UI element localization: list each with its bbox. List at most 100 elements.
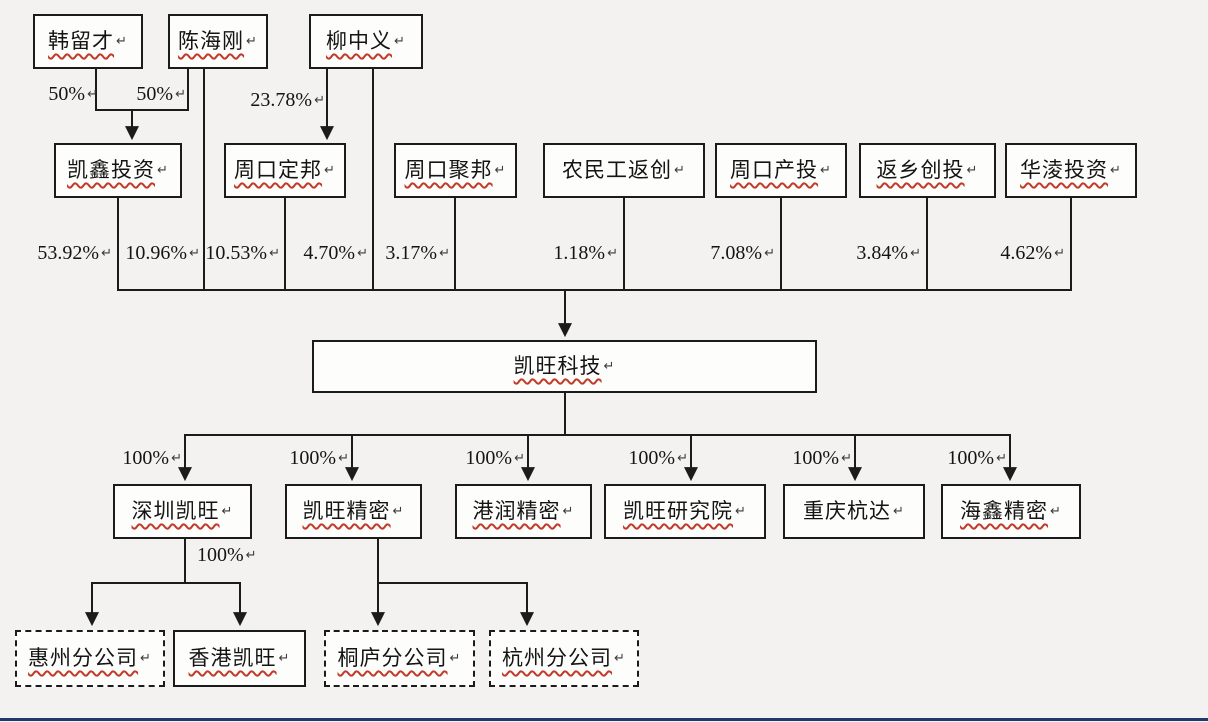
stake-label-jubang: 3.17%↵ [385, 242, 450, 264]
stake-label-chen-direct: 10.96%↵ [125, 242, 200, 264]
label-hangzhou-branch: 杭州分公司 [502, 646, 613, 670]
label-tonglu-branch: 桐庐分公司 [337, 646, 448, 670]
return-mark: ↵ [677, 450, 688, 466]
return-mark: ↵ [439, 245, 450, 261]
return-mark: ↵ [607, 245, 618, 261]
return-mark: ↵ [449, 651, 462, 666]
box-zhoukou-dingbang: 周口定邦↵ [224, 143, 346, 198]
box-chongqing-hangda: 重庆杭达↵ [783, 484, 925, 539]
stake-label-kaixin: 53.92%↵ [37, 242, 112, 264]
label-kaiwang-technology: 凯旺科技 [513, 354, 602, 378]
label-chongqing-hangda: 重庆杭达 [803, 499, 892, 523]
stake-label-gangrun: 100%↵ [465, 447, 525, 469]
label-han-liucai: 韩留才 [48, 29, 115, 53]
return-mark: ↵ [603, 359, 616, 374]
label-shenzhen-kaiwang: 深圳凯旺 [131, 499, 220, 523]
box-hualing-investment: 华淩投资↵ [1005, 143, 1137, 198]
stake-label-han-to-kaixin: 50%↵ [48, 83, 98, 105]
stake-label-fanxiang: 3.84%↵ [856, 242, 921, 264]
return-mark: ↵ [324, 163, 336, 178]
box-haixin-jingmi: 海鑫精密↵ [941, 484, 1081, 539]
return-mark: ↵ [562, 504, 575, 519]
box-kaiwang-jingmi: 凯旺精密↵ [285, 484, 422, 539]
return-mark: ↵ [996, 450, 1007, 466]
label-huizhou-branch: 惠州分公司 [28, 646, 139, 670]
return-mark: ↵ [392, 504, 405, 519]
return-mark: ↵ [820, 163, 832, 178]
stake-label-hualing: 4.62%↵ [1000, 242, 1065, 264]
box-chen-haigang: 陈海刚↵ [168, 14, 268, 69]
label-zhoukou-chantou: 周口产投 [730, 158, 819, 182]
stake-label-liu-direct: 4.70%↵ [303, 242, 368, 264]
box-kaixin-investment: 凯鑫投资↵ [54, 143, 182, 198]
stake-label-chantou: 7.08%↵ [710, 242, 775, 264]
return-mark: ↵ [614, 651, 626, 666]
return-mark: ↵ [278, 651, 291, 666]
bottom-blue-bar [0, 718, 1208, 721]
return-mark: ↵ [966, 163, 979, 178]
return-mark: ↵ [764, 245, 775, 261]
box-kaiwang-technology: 凯旺科技↵ [312, 340, 817, 393]
stake-label-liu-to-dingbang: 23.78%↵ [250, 89, 325, 111]
return-mark: ↵ [494, 163, 507, 178]
box-hangzhou-branch: 杭州分公司↵ [489, 630, 639, 687]
label-gangrun-jingmi: 港润精密 [472, 499, 561, 523]
label-nongmingong-fanchuang: 农民工返创 [562, 158, 673, 182]
return-mark: ↵ [87, 86, 98, 102]
box-hongkong-kaiwang: 香港凯旺↵ [173, 630, 306, 687]
return-mark: ↵ [140, 651, 152, 666]
return-mark: ↵ [221, 504, 234, 519]
return-mark: ↵ [171, 450, 182, 466]
return-mark: ↵ [1054, 245, 1065, 261]
return-mark: ↵ [1110, 163, 1122, 178]
return-mark: ↵ [269, 245, 280, 261]
label-kaiwang-jingmi: 凯旺精密 [302, 499, 391, 523]
label-haixin-jingmi: 海鑫精密 [960, 499, 1049, 523]
label-chen-haigang: 陈海刚 [178, 29, 245, 53]
box-shenzhen-kaiwang: 深圳凯旺↵ [113, 484, 252, 539]
return-mark: ↵ [514, 450, 525, 466]
return-mark: ↵ [101, 245, 112, 261]
return-mark: ↵ [245, 547, 257, 563]
stake-label-yanjiu: 100%↵ [628, 447, 688, 469]
stake-label-chen-to-kaixin: 50%↵ [136, 83, 186, 105]
return-mark: ↵ [314, 92, 325, 108]
return-mark: ↵ [357, 245, 368, 261]
box-nongmingong-fanchuang: 农民工返创↵ [543, 143, 705, 198]
label-fanxiang-chuangtou: 返乡创投 [876, 158, 965, 182]
stake-label-nongmin: 1.18%↵ [553, 242, 618, 264]
return-mark: ↵ [910, 245, 921, 261]
label-hualing-investment: 华淩投资 [1020, 158, 1109, 182]
box-zhoukou-jubang: 周口聚邦↵ [394, 143, 517, 198]
box-huizhou-branch: 惠州分公司↵ [15, 630, 165, 687]
label-zhoukou-dingbang: 周口定邦 [234, 158, 323, 182]
stake-label-haixin: 100%↵ [947, 447, 1007, 469]
box-tonglu-branch: 桐庐分公司↵ [324, 630, 475, 687]
stake-label-shenzhen-children: 100%↵ [197, 544, 257, 566]
return-mark: ↵ [157, 163, 169, 178]
return-mark: ↵ [674, 163, 686, 178]
stake-label-chongqing: 100%↵ [792, 447, 852, 469]
stake-label-shenzhen: 100%↵ [122, 447, 182, 469]
label-zhoukou-jubang: 周口聚邦 [404, 158, 493, 182]
label-hongkong-kaiwang: 香港凯旺 [188, 646, 277, 670]
box-kaiwang-research-institute: 凯旺研究院↵ [604, 484, 766, 539]
label-liu-zhongyi: 柳中义 [326, 29, 393, 53]
return-mark: ↵ [338, 450, 349, 466]
label-kaiwang-research-institute: 凯旺研究院 [623, 499, 734, 523]
box-zhoukou-chantou: 周口产投↵ [715, 143, 847, 198]
stake-label-dingbang: 10.53%↵ [205, 242, 280, 264]
return-mark: ↵ [893, 504, 905, 519]
box-fanxiang-chuangtou: 返乡创投↵ [859, 143, 996, 198]
label-kaixin-investment: 凯鑫投资 [67, 158, 156, 182]
box-liu-zhongyi: 柳中义↵ [309, 14, 423, 69]
return-mark: ↵ [189, 245, 200, 261]
box-han-liucai: 韩留才↵ [33, 14, 143, 69]
return-mark: ↵ [116, 34, 128, 49]
box-gangrun-jingmi: 港润精密↵ [455, 484, 592, 539]
return-mark: ↵ [1050, 504, 1062, 519]
return-mark: ↵ [394, 34, 406, 49]
return-mark: ↵ [841, 450, 852, 466]
